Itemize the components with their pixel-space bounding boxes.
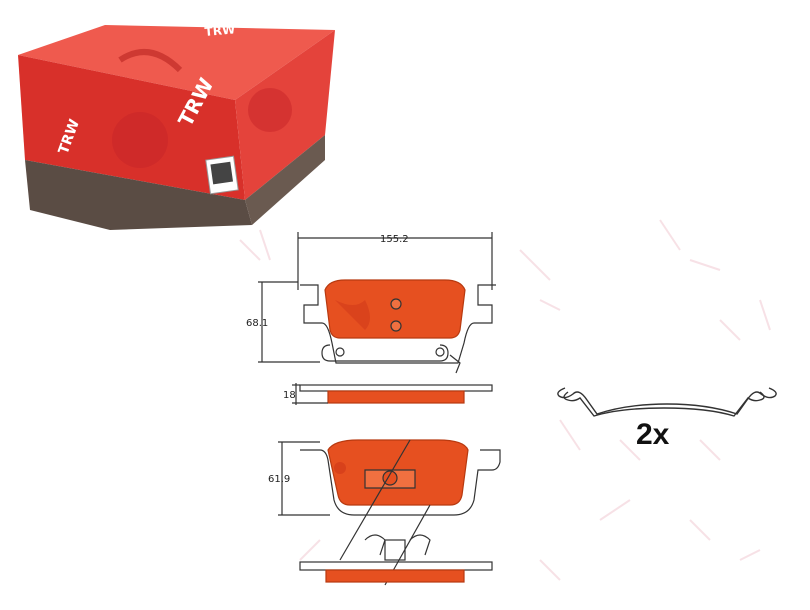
anti-rattle-clip: [557, 387, 777, 417]
thickness-dimension-label: 18: [283, 390, 296, 401]
height-bottom-dimension-label: 61.9: [268, 474, 290, 485]
brand-logo-top: TRW: [204, 22, 236, 39]
qr-code-label: [205, 155, 239, 195]
brake-pad-top-view: [258, 232, 496, 374]
watermark-pattern: [239, 219, 771, 581]
clip-quantity-label: 2x: [636, 418, 670, 451]
brake-pad-bottom-view: [278, 439, 501, 586]
product-box: TRW TRW TRW: [18, 22, 335, 230]
height-top-dimension-label: 68.1: [246, 318, 268, 329]
width-dimension-label: 155.2: [380, 234, 409, 245]
brake-pad-bottom-side-view: [299, 561, 493, 583]
brake-pad-side-view: [292, 383, 493, 405]
